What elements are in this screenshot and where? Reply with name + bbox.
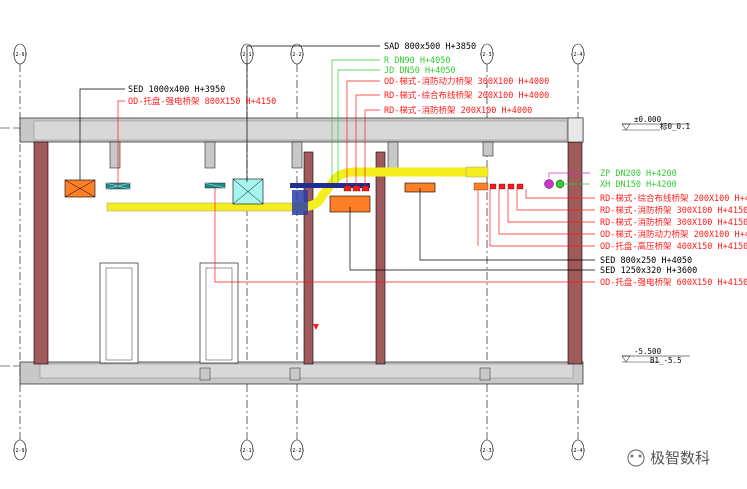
bottom-slab-inner	[39, 363, 574, 379]
label-right-3: RD-梯式-消防桥架 300X100 H+4150	[600, 217, 747, 228]
wall-right	[567, 141, 583, 365]
label-od-tray-bottom: OD-托盘-强电桥架 600X150 H+4150	[600, 277, 747, 288]
grid-label-top-5: (2-4)	[570, 52, 585, 58]
watermark-text: 极智数科	[650, 449, 710, 467]
label-right-1: RD-梯式-综合布线桥架 200X100 H+4150	[600, 193, 747, 204]
leaders-black	[79, 45, 595, 271]
label-right-4: OD-梯式-消防动力桥架 200X100 H+4150	[600, 229, 747, 240]
equipment-cabinet-inner	[205, 267, 233, 361]
leaders-magenta	[548, 172, 590, 178]
label-rd-comm: RD-梯式-综合布线桥架 200X100 H+4000	[384, 90, 549, 101]
footing	[199, 367, 211, 381]
level-top-value: ±0.000	[634, 115, 662, 124]
top-slab-inner	[33, 120, 568, 141]
grid-label-bottom-5: (2-4)	[570, 448, 585, 454]
wall-right-edge	[567, 117, 584, 143]
label-right-5: OD-托盘-高压桥架 400X150 H+4150	[600, 241, 747, 252]
zp-pipe	[544, 179, 554, 189]
label-right-2: RD-梯式-消防桥架 300X100 H+4150	[600, 205, 747, 216]
grid-label-bottom-3: (2-2)	[289, 448, 304, 454]
footing	[479, 367, 491, 381]
label-rd-fire: RD-梯式-消防桥架 200X100 H+4000	[384, 105, 532, 116]
red-tray	[361, 185, 370, 192]
grid-label-bottom-4: (2-3)	[479, 448, 494, 454]
footing	[289, 367, 301, 381]
wall-middle	[303, 151, 314, 365]
label-sed-1250: SED 1250x320 H+3600	[600, 266, 697, 276]
yellow-duct-end	[465, 166, 489, 178]
label-od-tray-left: OD-托盘-强电桥架 800X150 H+4150	[128, 96, 276, 107]
label-sed-800: SED 800x250 H+4050	[600, 256, 692, 266]
red-tray-right	[473, 182, 489, 191]
beam	[482, 141, 494, 157]
label-sed-left: SED 1000x400 H+3950	[128, 85, 225, 95]
navy-pipe	[290, 183, 370, 188]
grid-label-bottom-2: (2-1)	[239, 448, 254, 454]
grid-label-top-3: (2-2)	[289, 52, 304, 58]
red-tray	[352, 185, 361, 192]
leaders-green	[331, 59, 590, 185]
label-xh: XH DN150 H+4200	[600, 180, 677, 190]
level-bottom-value: -5.500	[634, 347, 662, 356]
watermark: 极智数科	[627, 449, 710, 467]
yellow-duct-bend	[299, 167, 480, 212]
grid-label-top-1: (2-9)	[12, 52, 27, 58]
wall-left	[33, 141, 49, 365]
level-bottom-name: B1_-5.5	[650, 356, 682, 365]
equipment-cabinet-inner	[105, 267, 133, 361]
navy-pipe-2	[292, 190, 308, 215]
yellow-duct	[106, 202, 308, 212]
grid-label-top-4: (2-3)	[479, 52, 494, 58]
level-marker-top: ±0.000 标0_0.1	[621, 115, 690, 131]
small-marker	[313, 324, 319, 330]
red-tray-right	[516, 183, 524, 190]
red-tray-right	[489, 183, 497, 190]
grid-label-bottom-1: (2-9)	[12, 448, 27, 454]
grid-axes	[13, 43, 585, 461]
beam	[387, 141, 399, 169]
level-marker-bottom: -5.500 B1_-5.5	[621, 347, 690, 365]
level-top-name: 标0_0.1	[660, 121, 690, 131]
wall-inner	[375, 151, 386, 365]
red-tray-right	[498, 183, 506, 190]
beam	[204, 141, 216, 169]
red-tray-right	[507, 183, 515, 190]
label-sad: SAD 800x500 H+3850	[384, 42, 476, 52]
beam	[109, 141, 121, 169]
red-tray	[343, 185, 352, 192]
label-od-fire-power: OD-梯式-消防动力桥架 300X100 H+4000	[384, 76, 549, 87]
leaders-red	[117, 80, 595, 283]
watermark-logo-icon	[627, 449, 645, 467]
label-zp: ZP DN200 H+4200	[600, 169, 677, 179]
beam	[291, 141, 303, 169]
label-r: R DN90 H+4050	[384, 56, 451, 66]
label-jd: JD DN50 H+4050	[384, 66, 456, 76]
